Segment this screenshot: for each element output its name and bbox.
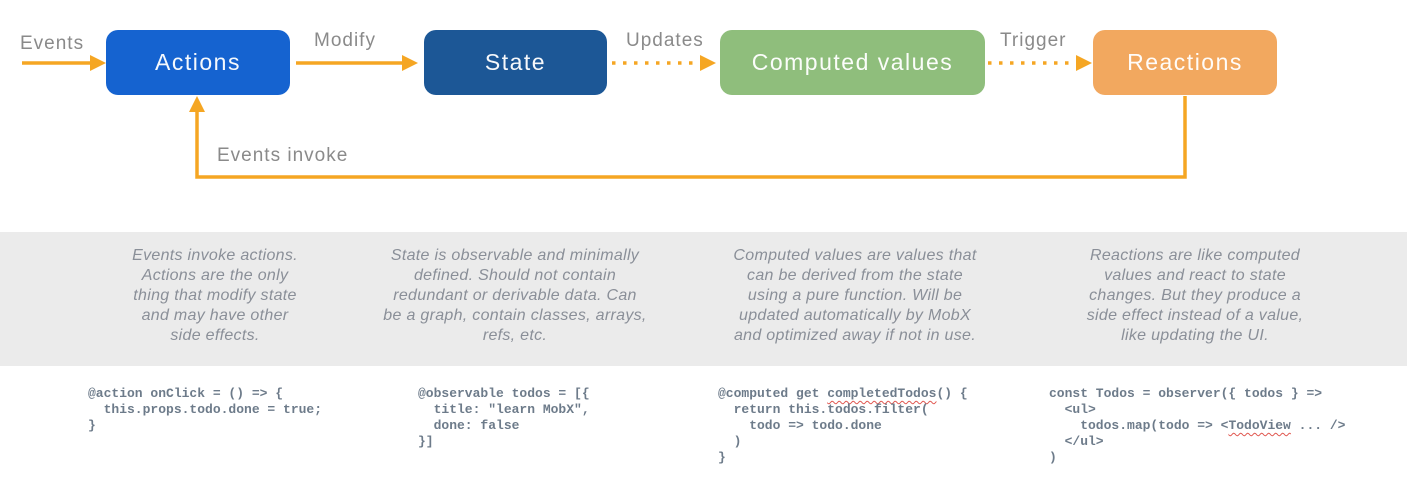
node-computed-values-label: Computed values <box>751 49 954 75</box>
code-snippet-computed: @computed get completedTodos() { return … <box>718 386 968 466</box>
node-actions-label: Actions <box>155 49 241 75</box>
label-events-invoke: Events invoke <box>217 145 349 166</box>
description-actions: Events invoke actions. Actions are the o… <box>132 247 298 344</box>
code-text: @observable todos = [{ title: "learn Mob… <box>418 386 590 449</box>
description-computed-values: Computed values are values that can be d… <box>733 247 977 344</box>
arrowhead-events-icon <box>90 55 106 71</box>
code-snippet-observer: const Todos = observer({ todos } => <ul>… <box>1049 386 1345 466</box>
code-text: ... /> </ul> ) <box>1049 418 1346 465</box>
description-reactions: Reactions are like computed values and r… <box>1086 247 1304 344</box>
code-misspelled-word: TodoView <box>1228 418 1291 433</box>
arrow-feedback-loop <box>195 96 1187 179</box>
node-computed-values: Computed values <box>720 30 985 95</box>
node-state-label: State <box>484 49 547 75</box>
label-updates: Updates <box>626 30 704 51</box>
code-text: @action onClick = () => { this.props.tod… <box>88 386 323 433</box>
node-reactions-label: Reactions <box>1127 49 1243 75</box>
flow-arrows <box>22 55 1187 179</box>
label-events: Events <box>20 33 85 54</box>
code-text: const Todos = observer({ todos } => <ul>… <box>1049 386 1323 433</box>
flow-diagram-area: Events Modify Updates Trigger Events inv… <box>0 0 1407 232</box>
code-snippet-action: @action onClick = () => { this.props.tod… <box>88 386 322 434</box>
description-band: Events invoke actions. Actions are the o… <box>0 232 1407 366</box>
arrowhead-modify-icon <box>402 55 418 71</box>
arrowhead-feedback-icon <box>189 96 205 112</box>
node-state: State <box>424 30 607 95</box>
node-actions: Actions <box>106 30 290 95</box>
label-trigger: Trigger <box>1000 30 1067 51</box>
code-snippet-observable: @observable todos = [{ title: "learn Mob… <box>418 386 590 450</box>
code-text: @computed get <box>718 386 828 401</box>
arrowhead-trigger-icon <box>1076 55 1092 71</box>
label-modify: Modify <box>314 30 376 51</box>
code-misspelled-word: completedTodos <box>827 386 937 401</box>
description-state: State is observable and minimally define… <box>383 247 647 344</box>
arrowhead-updates-icon <box>700 55 716 71</box>
node-reactions: Reactions <box>1093 30 1277 95</box>
code-text: () { return this.todos.filter( todo => t… <box>718 386 968 465</box>
